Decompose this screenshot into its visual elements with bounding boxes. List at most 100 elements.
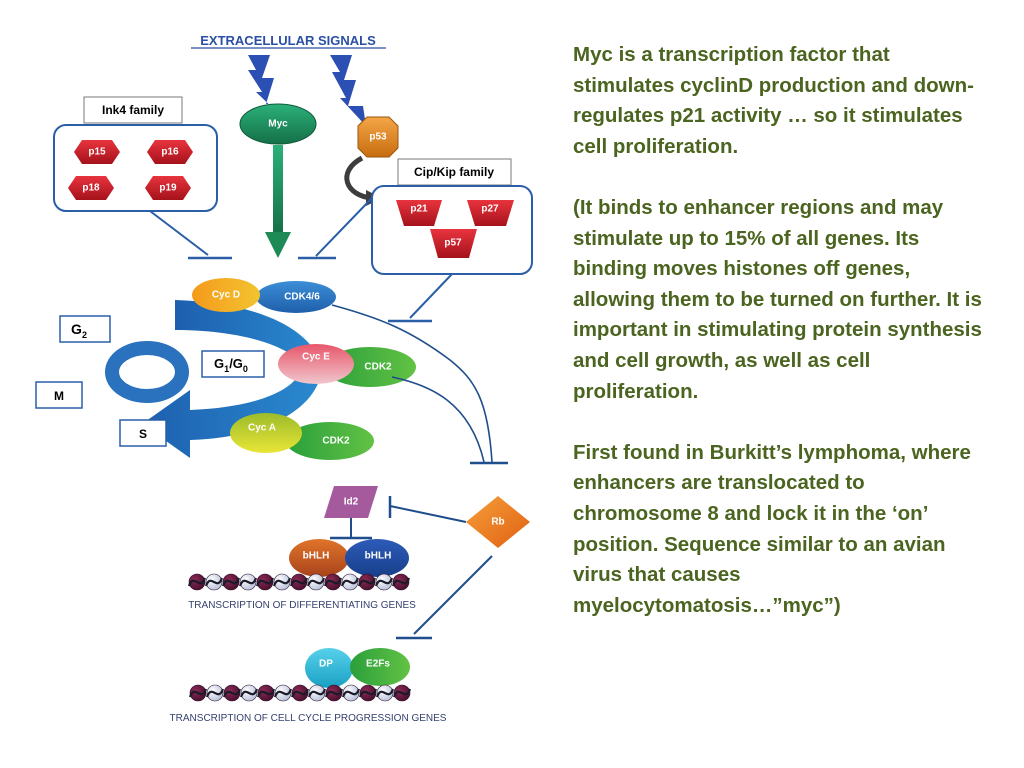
cdk46-node: CDK4/6 — [256, 281, 336, 313]
lightning-bolt-icon — [248, 55, 283, 115]
phase-g2-box — [59, 315, 111, 343]
dna-strand-segment — [392, 688, 412, 698]
dna-strand-segment — [323, 577, 343, 587]
dna-strand-segment — [238, 577, 258, 587]
cdk-to-rb-line-1 — [331, 304, 493, 463]
cell-cycle-diagram: EXTRACELLULAR SIGNALS Ink4 family p15 p1… — [35, 33, 533, 724]
ink4-member-p18: p18 — [68, 176, 114, 200]
myc-arrow-head — [265, 232, 291, 258]
p53-activation-arrow — [344, 155, 373, 201]
phase-g2-label: G2 — [71, 321, 87, 340]
dna-strand-segment — [222, 688, 242, 698]
svg-text:bHLH: bHLH — [365, 551, 392, 562]
svg-text:Cyc A: Cyc A — [248, 423, 276, 434]
dna-strand-segment — [188, 688, 208, 698]
cipkip-to-cyclinE-inhibition — [409, 273, 453, 319]
cell-cycle-arrow-lower — [142, 366, 322, 458]
svg-text:p19: p19 — [159, 183, 177, 194]
svg-text:bHLH: bHLH — [303, 551, 330, 562]
extracellular-signals-title: EXTRACELLULAR SIGNALS — [200, 33, 376, 48]
dna-strand-segment — [205, 688, 225, 698]
ink4-family-title: Ink4 family — [102, 103, 164, 117]
paragraph-myc-role: Myc is a transcription factor that stimu… — [573, 43, 974, 158]
ink4-family-label-box — [83, 96, 183, 124]
svg-text:p53: p53 — [369, 132, 387, 143]
dna-strand-segment — [340, 577, 360, 587]
ink4-member-p15: p15 — [74, 140, 120, 164]
phase-g1-g0-label: G1/G0 — [214, 356, 248, 374]
cyclin-e-node: Cyc E — [278, 344, 354, 384]
svg-text:p27: p27 — [481, 204, 499, 215]
rb-node: Rb — [466, 496, 530, 548]
cipkip-to-cyclinD-inhibition — [315, 197, 373, 257]
svg-text:Cyc D: Cyc D — [212, 290, 240, 301]
paragraph-burkitt-lymphoma: First found in Burkitt’s lymphoma, where… — [573, 440, 971, 617]
cipkip-member-p21: p21 — [396, 200, 442, 226]
p53-node: p53 — [357, 116, 399, 158]
lightning-bolt-icon — [330, 55, 366, 126]
dna-strand-segment — [374, 577, 394, 587]
rb-to-e2f-inhibition — [413, 555, 493, 635]
ink4-inhibition-line — [149, 210, 209, 256]
dna-strand-segment — [221, 577, 241, 587]
svg-text:E2Fs: E2Fs — [366, 659, 390, 670]
cdk-to-rb-line-2 — [391, 376, 485, 463]
phase-m-box — [35, 381, 83, 409]
svg-text:DP: DP — [319, 659, 333, 670]
dna-strand-segment — [273, 688, 293, 698]
myc-node: Myc — [239, 103, 317, 145]
cipkip-member-p57: p57 — [430, 229, 477, 258]
cyclin-a-node: Cyc A — [230, 413, 302, 453]
m-phase-ring — [105, 341, 189, 403]
dna-strand-segment — [187, 577, 207, 587]
paragraph-enhancer-binding: (It binds to enhancer regions and may st… — [573, 195, 982, 403]
dp-node: DP — [305, 648, 353, 688]
bhlh-node-2: bHLH — [345, 539, 409, 577]
description-text-panel: Myc is a transcription factor that stimu… — [573, 40, 993, 652]
svg-text:p15: p15 — [88, 147, 106, 158]
svg-text:p18: p18 — [82, 183, 100, 194]
bhlh-node-1: bHLH — [289, 539, 349, 577]
myc-arrow-shaft — [273, 145, 283, 233]
dna-strand-segment — [289, 577, 309, 587]
dna-strand-segment — [306, 577, 326, 587]
dna-strand-segment — [324, 688, 344, 698]
chromatin-strand-cell-cycle — [188, 684, 412, 702]
svg-text:p57: p57 — [444, 238, 462, 249]
svg-text:p16: p16 — [161, 147, 179, 158]
svg-text:p21: p21 — [410, 204, 428, 215]
chromatin-strand-differentiating — [187, 573, 411, 591]
dna-strand-segment — [290, 688, 310, 698]
svg-text:Cyc E: Cyc E — [302, 352, 330, 363]
svg-text:Myc: Myc — [268, 119, 288, 130]
dna-strand-segment — [341, 688, 361, 698]
svg-text:Id2: Id2 — [344, 497, 359, 508]
cdk2-a-node: CDK2 — [286, 422, 374, 460]
svg-text:CDK4/6: CDK4/6 — [284, 292, 320, 303]
e2fs-node: E2Fs — [350, 648, 410, 686]
phase-s-box — [119, 419, 167, 447]
ink4-member-p16: p16 — [147, 140, 193, 164]
phase-s-label: S — [139, 427, 147, 441]
dna-strand-segment — [358, 688, 378, 698]
ink4-member-p19: p19 — [145, 176, 191, 200]
dna-strand-segment — [272, 577, 292, 587]
svg-text:Rb: Rb — [491, 517, 504, 528]
cell-cycle-arrow-upper — [175, 300, 322, 366]
phase-g1-g0-box — [201, 350, 265, 378]
dna-strand-segment — [307, 688, 327, 698]
cipkip-member-p27: p27 — [467, 200, 514, 226]
caption-differentiating-genes: TRANSCRIPTION OF DIFFERENTIATING GENES — [188, 600, 416, 611]
dna-strand-segment — [255, 577, 275, 587]
cipkip-family-label-box — [397, 158, 512, 186]
dna-strand-segment — [256, 688, 276, 698]
dna-strand-segment — [204, 577, 224, 587]
svg-text:CDK2: CDK2 — [322, 436, 350, 447]
cyclin-d-node: Cyc D — [192, 278, 260, 312]
dna-strand-segment — [391, 577, 411, 587]
cipkip-family-title: Cip/Kip family — [414, 165, 494, 179]
dna-strand-segment — [357, 577, 377, 587]
caption-cell-cycle-genes: TRANSCRIPTION OF CELL CYCLE PROGRESSION … — [170, 713, 447, 724]
rb-to-id2-inhibition — [389, 505, 467, 523]
dna-strand-segment — [375, 688, 395, 698]
